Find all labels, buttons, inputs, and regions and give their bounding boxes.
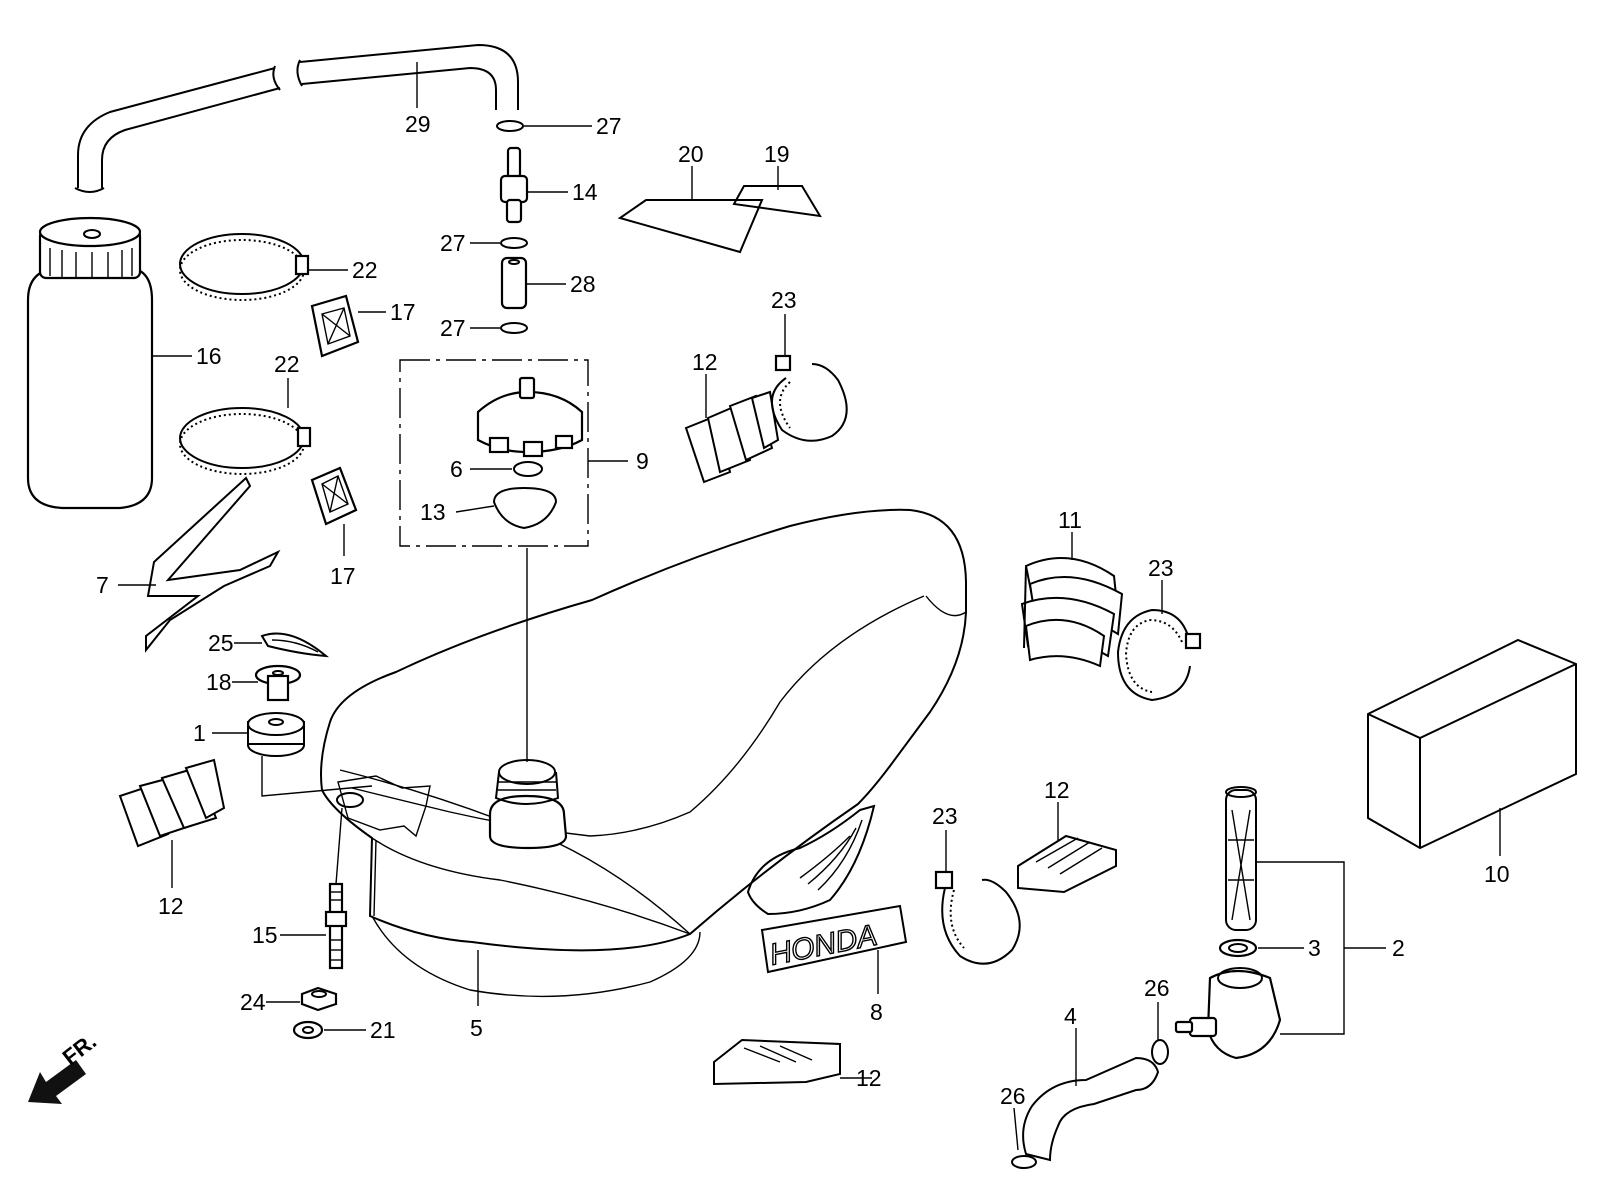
callout-20: 20 — [678, 141, 704, 167]
bottle-band-lower — [179, 407, 312, 475]
callout-22-lower: 22 — [274, 351, 300, 377]
callout-9: 9 — [636, 448, 649, 474]
filler-neck — [488, 759, 568, 850]
callout-4: 4 — [1064, 1003, 1077, 1029]
nut-24 — [300, 986, 338, 1012]
callout-11: 11 — [1058, 507, 1082, 533]
mount-bolt-15 — [324, 882, 348, 970]
bottle-band-upper — [179, 233, 310, 301]
tank-cushion-right — [1017, 834, 1117, 894]
hose-clip-low — [500, 322, 528, 334]
callout-28: 28 — [570, 271, 596, 297]
callout-23-lower: 23 — [932, 803, 958, 829]
callout-26-lower: 26 — [1000, 1083, 1026, 1109]
breather-tube — [74, 43, 519, 193]
callout-13: 13 — [420, 499, 446, 525]
breather-tube-short-28 — [500, 256, 528, 310]
oil-bottle — [26, 216, 154, 510]
callout-14: 14 — [572, 179, 598, 205]
tank-cushion-11 — [1020, 557, 1124, 668]
bottle-holder-lower — [310, 466, 358, 526]
bottle-holder-upper — [310, 294, 360, 358]
callout-12-right: 12 — [1044, 777, 1070, 803]
callout-26-upper: 26 — [1144, 975, 1170, 1001]
callout-18: 18 — [206, 669, 232, 695]
callout-17-upper: 17 — [390, 299, 416, 325]
mount-cushion-1 — [247, 712, 305, 757]
callout-17-lower: 17 — [330, 563, 356, 589]
joint-tube-14 — [499, 146, 529, 224]
callout-2: 2 — [1392, 935, 1405, 961]
callout-12-upper: 12 — [692, 349, 718, 375]
caution-label-20 — [617, 199, 764, 254]
callout-16: 16 — [196, 343, 222, 369]
hose-clip-top — [496, 120, 524, 132]
tank-band-lower — [934, 870, 1021, 965]
hose-clip-26-upper — [1151, 1039, 1169, 1065]
callout-3: 3 — [1308, 935, 1321, 961]
filler-cap-group — [399, 359, 589, 547]
front-marker-text: FR. — [58, 1028, 101, 1070]
fuel-tube-4 — [1022, 1056, 1160, 1162]
callout-6: 6 — [450, 456, 463, 482]
callout-12-bottom: 12 — [856, 1065, 882, 1091]
callout-29: 29 — [405, 111, 431, 137]
callout-23-middle: 23 — [1148, 555, 1174, 581]
callout-19: 19 — [764, 141, 790, 167]
tank-cushion-upper — [684, 390, 780, 484]
hose-clip-mid — [500, 237, 528, 249]
tank-band-middle — [1116, 608, 1202, 702]
callout-12-left: 12 — [158, 893, 184, 919]
callout-7: 7 — [96, 572, 109, 598]
callout-21: 21 — [370, 1017, 396, 1043]
callout-27-mid: 27 — [440, 230, 466, 256]
callout-24: 24 — [240, 989, 266, 1015]
foam-block-10 — [1367, 638, 1577, 850]
spring-clip-25 — [260, 632, 330, 658]
callout-27-low: 27 — [440, 315, 466, 341]
callout-8: 8 — [870, 999, 883, 1025]
washer-21 — [292, 1020, 324, 1040]
callout-27-top: 27 — [596, 113, 622, 139]
callout-10: 10 — [1484, 861, 1510, 887]
stripe-emblem-7 — [145, 476, 281, 653]
hose-clip-26-lower — [1011, 1155, 1037, 1169]
tank-cushion-bottom — [713, 1038, 841, 1086]
tank-cushion-left — [118, 758, 226, 848]
callout-15: 15 — [252, 922, 278, 948]
callout-23-upper: 23 — [771, 287, 797, 313]
callout-5: 5 — [470, 1015, 483, 1041]
tank-band-upper — [770, 354, 848, 442]
callout-25: 25 — [208, 630, 234, 656]
honda-wing-decal-8: HONDA — [746, 804, 908, 974]
fuel-valve-2 — [1174, 786, 1282, 1060]
callout-22-upper: 22 — [352, 257, 378, 283]
collar-18 — [254, 664, 302, 702]
caution-label-19 — [732, 185, 822, 218]
front-direction-arrow: FR. — [28, 1028, 101, 1104]
callout-1: 1 — [193, 720, 206, 746]
